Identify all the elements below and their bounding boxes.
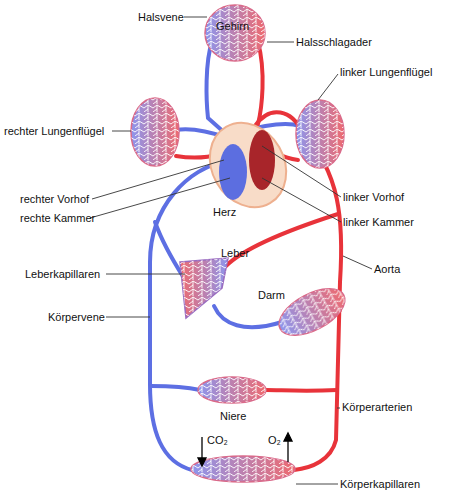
organ-label: Körperkapillaren	[340, 478, 420, 491]
organ-label: linker Vorhof	[343, 191, 404, 204]
organ-label: Darm	[258, 289, 285, 302]
organ-label: Niere	[220, 410, 246, 423]
organ-label: rechter Lungenflügel	[4, 125, 104, 138]
organ-label: linker Lungenflügel	[340, 66, 432, 79]
organ-label: CO₂	[207, 434, 228, 447]
organ-label: O₂	[268, 434, 281, 447]
organ-label: rechte Kammer	[20, 212, 95, 225]
organ-label: Halsschlagader	[296, 36, 372, 49]
gas-arrows	[198, 433, 292, 466]
kidney-capillaries	[198, 377, 266, 403]
organ-label: linker Kammer	[343, 216, 414, 229]
organ-label: Leberkapillaren	[25, 268, 100, 281]
veins	[150, 42, 300, 470]
liver-capillaries	[180, 258, 228, 318]
body-capillaries	[191, 456, 295, 482]
organ-label: Körperarterien	[342, 401, 412, 414]
leader-lines	[90, 17, 372, 484]
organ-label: Leber	[221, 247, 249, 260]
organ-label: Aorta	[374, 263, 400, 276]
organ-label: Herz	[213, 206, 236, 219]
heart	[195, 109, 301, 221]
brain-capillaries	[205, 5, 265, 61]
organ-label: Gehirn	[216, 20, 249, 33]
organ-label: Halsvene	[138, 11, 184, 24]
organ-label: Körpervene	[48, 311, 105, 324]
organ-label: rechter Vorhof	[20, 193, 89, 206]
